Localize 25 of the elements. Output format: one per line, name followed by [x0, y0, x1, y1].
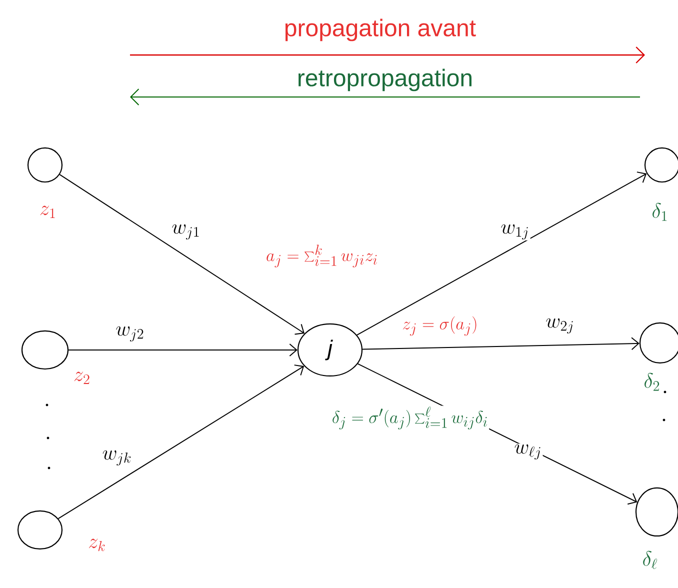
edge-label: $w_{jk}$	[101, 450, 133, 466]
heading-text: propagation avant	[282, 18, 478, 42]
neuron-circle	[21, 330, 69, 370]
edge-label: $w_{1j}$	[500, 224, 530, 240]
edge-label: $w_{\ell j}$	[513, 444, 543, 460]
formula: $a_j=\sum_{i=1}^{k} w_{ji} z_i$	[264, 244, 380, 268]
arrow	[356, 172, 647, 336]
edge-label: $w_{j1}$	[170, 224, 202, 240]
neuron-circle	[17, 510, 63, 550]
edge-label: $w_{2j}$	[544, 318, 576, 334]
neuron-label: $z_1$	[40, 206, 55, 218]
arrow	[362, 337, 640, 350]
arrow	[68, 343, 298, 356]
neuron-label: $\delta_2$	[644, 372, 660, 391]
arrow	[58, 364, 304, 520]
neuron-label: $z_2$	[74, 372, 90, 384]
formula: $\delta_j=\sigma'(a_j)\sum_{i=1}^{\ell} w_{ij}\delta_i$	[330, 406, 490, 430]
heading-text: retropropagation	[296, 68, 474, 92]
neuron-label: $\delta_\ell$	[643, 550, 657, 569]
arrow	[59, 174, 305, 335]
neuron-label: $\delta_1$	[652, 202, 667, 221]
neuron-circle	[27, 147, 63, 183]
edge-label: $w_{j2}$	[114, 326, 146, 342]
formula: $z_j=\sigma(a_j)$	[401, 315, 479, 337]
neuron-label: $z_k$	[89, 538, 105, 552]
